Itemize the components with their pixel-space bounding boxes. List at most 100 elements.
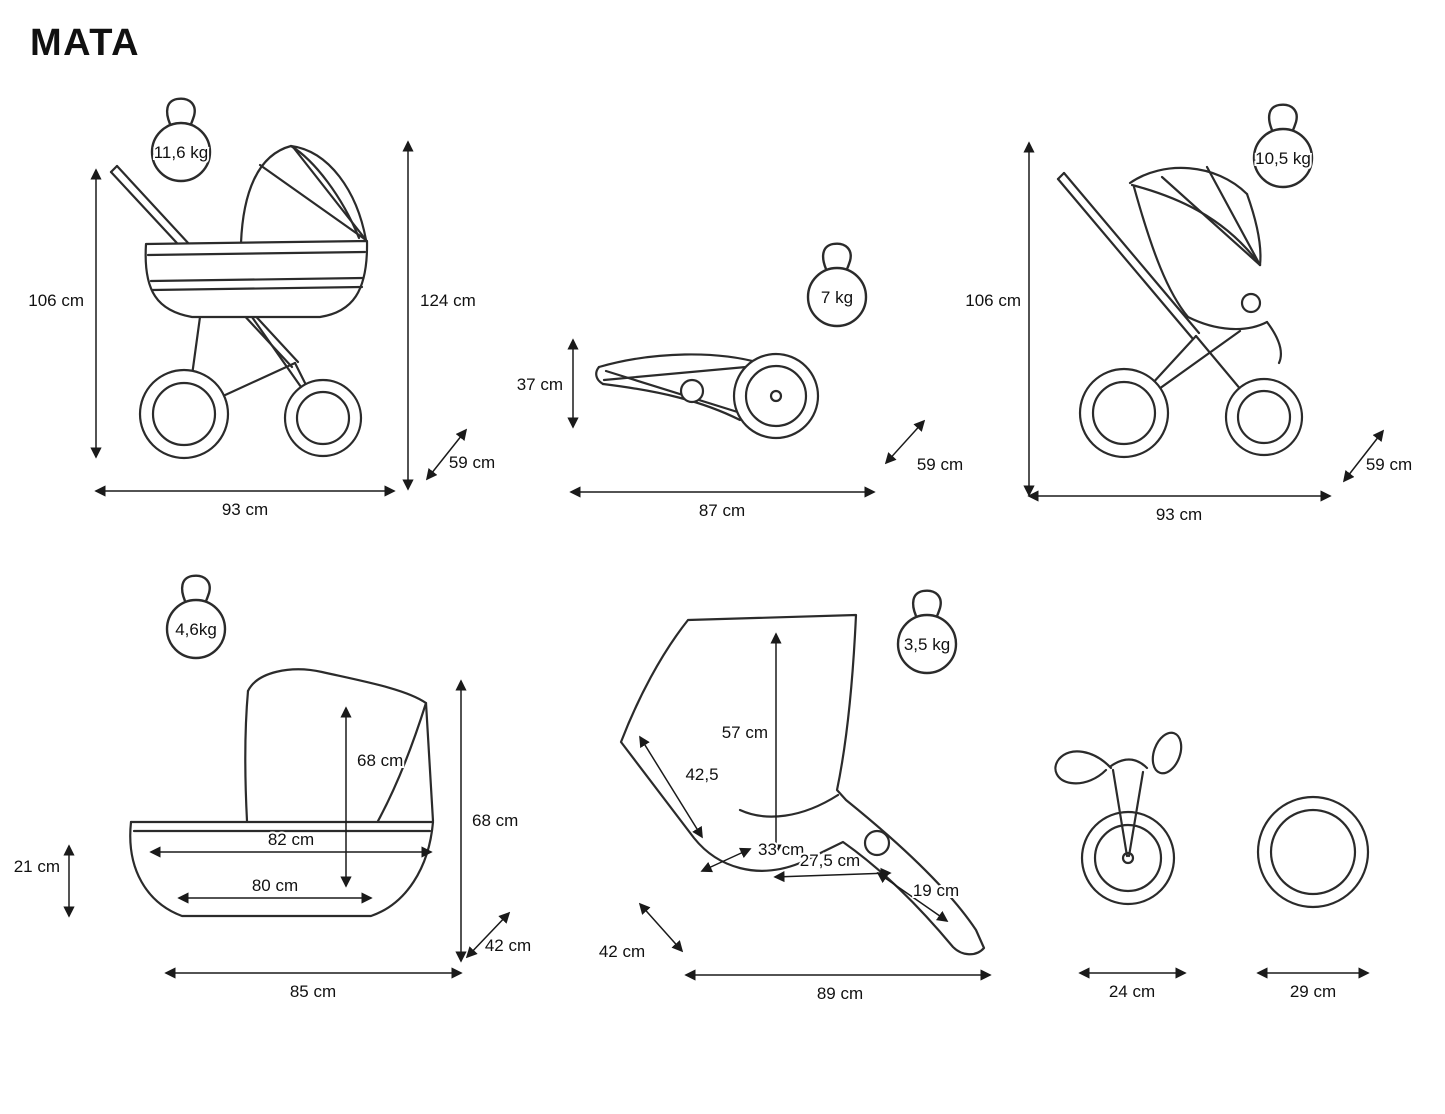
weight-icon [165, 574, 227, 660]
folded-bottom-line [601, 382, 742, 422]
front-wheel-fork-line [1111, 768, 1129, 858]
carrycot-length-label: 85 cm [290, 982, 336, 1001]
rear-wheel-rim [1269, 808, 1357, 896]
figure-carrycot: 4,6kg 68 cm 68 cm 21 cm 82 cm 80 cm 85 c… [12, 574, 533, 1003]
front-wheel-adapter [1151, 731, 1183, 775]
weight-icon [896, 589, 958, 675]
carrycot-side-height-label: 21 cm [14, 857, 60, 876]
carrycot-hood [246, 668, 435, 823]
pram-height-label: 106 cm [28, 291, 84, 310]
pram-bassinet-stripe [150, 285, 364, 292]
pushchair-rear-wheel-inner [1091, 380, 1157, 446]
pushchair-front-wheel-inner [1236, 389, 1292, 445]
carrycot-width-dim-line [465, 911, 511, 959]
folded-depth-dim-line [884, 419, 926, 465]
carrycot-hood-rear [244, 689, 250, 823]
front-wheel-diameter-label: 24 cm [1109, 982, 1155, 1001]
folded-depth-label: 59 cm [917, 455, 963, 474]
pushchair-hood-inner [1130, 183, 1262, 267]
pushchair-length-label: 93 cm [1156, 505, 1202, 524]
seat-legrest-dim-line [876, 872, 949, 922]
folded-wheel-hub [769, 389, 783, 403]
front-wheel-fork-crown [1109, 758, 1149, 770]
figure-pram: 11,6 kg 106 cm 124 cm 93 cm [26, 97, 497, 521]
seat-total-length-label: 89 cm [817, 984, 863, 1003]
carrycot-inner-height-label: 68 cm [357, 751, 403, 770]
pram-bassinet-stripe [149, 276, 365, 283]
weight-icon [806, 242, 868, 328]
pram-depth-label: 59 cm [449, 453, 495, 472]
pushchair-backrest [1132, 185, 1190, 319]
seat-length-label: 27,5 cm [800, 851, 860, 870]
pram-depth-dim-line [425, 428, 468, 481]
folded-weight-label: 7 kg [821, 288, 853, 307]
pram-handle-height-label: 124 cm [420, 291, 476, 310]
pram-weight-label: 11,6 kg [154, 143, 209, 162]
seat-depth-dim-line [700, 847, 752, 873]
pushchair-weight-label: 10,5 kg [1255, 149, 1311, 168]
pram-drawing [109, 144, 369, 460]
pram-front-wheel-inner [295, 390, 351, 446]
pushchair-handle-cap [1056, 171, 1066, 181]
pram-handle-cap [109, 164, 119, 174]
pushchair-handle-line [1062, 171, 1201, 335]
pushchair-depth-label: 59 cm [1366, 455, 1412, 474]
pushchair-hood-fold [1160, 175, 1262, 267]
folded-drawing [595, 352, 820, 440]
rear-wheel-diameter-label: 29 cm [1290, 982, 1336, 1001]
folded-wheel-inner [744, 364, 808, 428]
seat-legrest-label: 19 cm [913, 881, 959, 900]
seat-backrest-length-dim-line [639, 735, 703, 839]
brand-logo: MATA [30, 22, 140, 64]
pram-hood-fold [289, 144, 361, 240]
carrycot-drawing [129, 668, 435, 918]
weight-icon [150, 97, 212, 183]
rear-wheel-drawing [1256, 795, 1370, 909]
figure-folded: 7 kg 37 cm 59 cm 87 cm [515, 242, 965, 522]
pushchair-hood-front [1245, 192, 1262, 267]
pushchair-footrest [1265, 320, 1283, 365]
carrycot-weight-label: 4,6kg [175, 620, 217, 639]
folded-joint [679, 378, 705, 404]
seat-crease [738, 793, 840, 818]
pushchair-hood-fold [1205, 165, 1262, 267]
folded-length-label: 87 cm [699, 501, 745, 520]
seat-width-label: 42 cm [599, 942, 645, 961]
pram-hood-fold [258, 163, 368, 242]
pram-hood-fold [291, 145, 368, 242]
folded-height-label: 37 cm [517, 375, 563, 394]
folded-frame-line [604, 369, 746, 416]
figure-seat: 3,5 kg 57 cm 42,5 33 cm 27,5 cm 19 cm 42… [597, 589, 992, 1005]
seat-backrest-length-label: 42,5 [685, 765, 718, 784]
folded-tip [595, 365, 605, 386]
weight-icon [1252, 103, 1314, 189]
folded-top-line [597, 353, 762, 369]
carrycot-width-label: 42 cm [485, 936, 531, 955]
figure-wheels: 24 cm 29 cm [1054, 731, 1370, 1003]
carrycot-inner-length-label: 82 cm [268, 830, 314, 849]
seat-width-dim-line [638, 902, 684, 953]
pushchair-seat [1186, 315, 1269, 331]
front-wheel-hub [1121, 851, 1135, 865]
carrycot-body [129, 820, 435, 918]
pushchair-drawing [1056, 165, 1304, 459]
pushchair-hood [1128, 166, 1249, 196]
pram-bassinet-rim [146, 250, 367, 257]
front-wheel-drawing [1054, 731, 1183, 906]
rear-wheel-tire [1256, 795, 1370, 909]
front-wheel-swivel-arm [1054, 750, 1113, 785]
seat-backrest-height-label: 57 cm [722, 723, 768, 742]
seat-length-dim-line [773, 867, 892, 883]
carrycot-height-label: 68 cm [472, 811, 518, 830]
carrycot-hood-inner [376, 701, 428, 823]
seat-weight-label: 3,5 kg [904, 635, 950, 654]
pram-length-label: 93 cm [222, 500, 268, 519]
carrycot-base-length-label: 80 cm [252, 876, 298, 895]
seat-depth-label: 33 cm [758, 840, 804, 859]
pushchair-recline-knob [1240, 292, 1262, 314]
front-wheel-rim [1093, 823, 1163, 893]
pushchair-handle-line [1056, 177, 1195, 341]
seat-recline-knob [863, 829, 891, 857]
pushchair-depth-dim-line [1342, 429, 1385, 483]
